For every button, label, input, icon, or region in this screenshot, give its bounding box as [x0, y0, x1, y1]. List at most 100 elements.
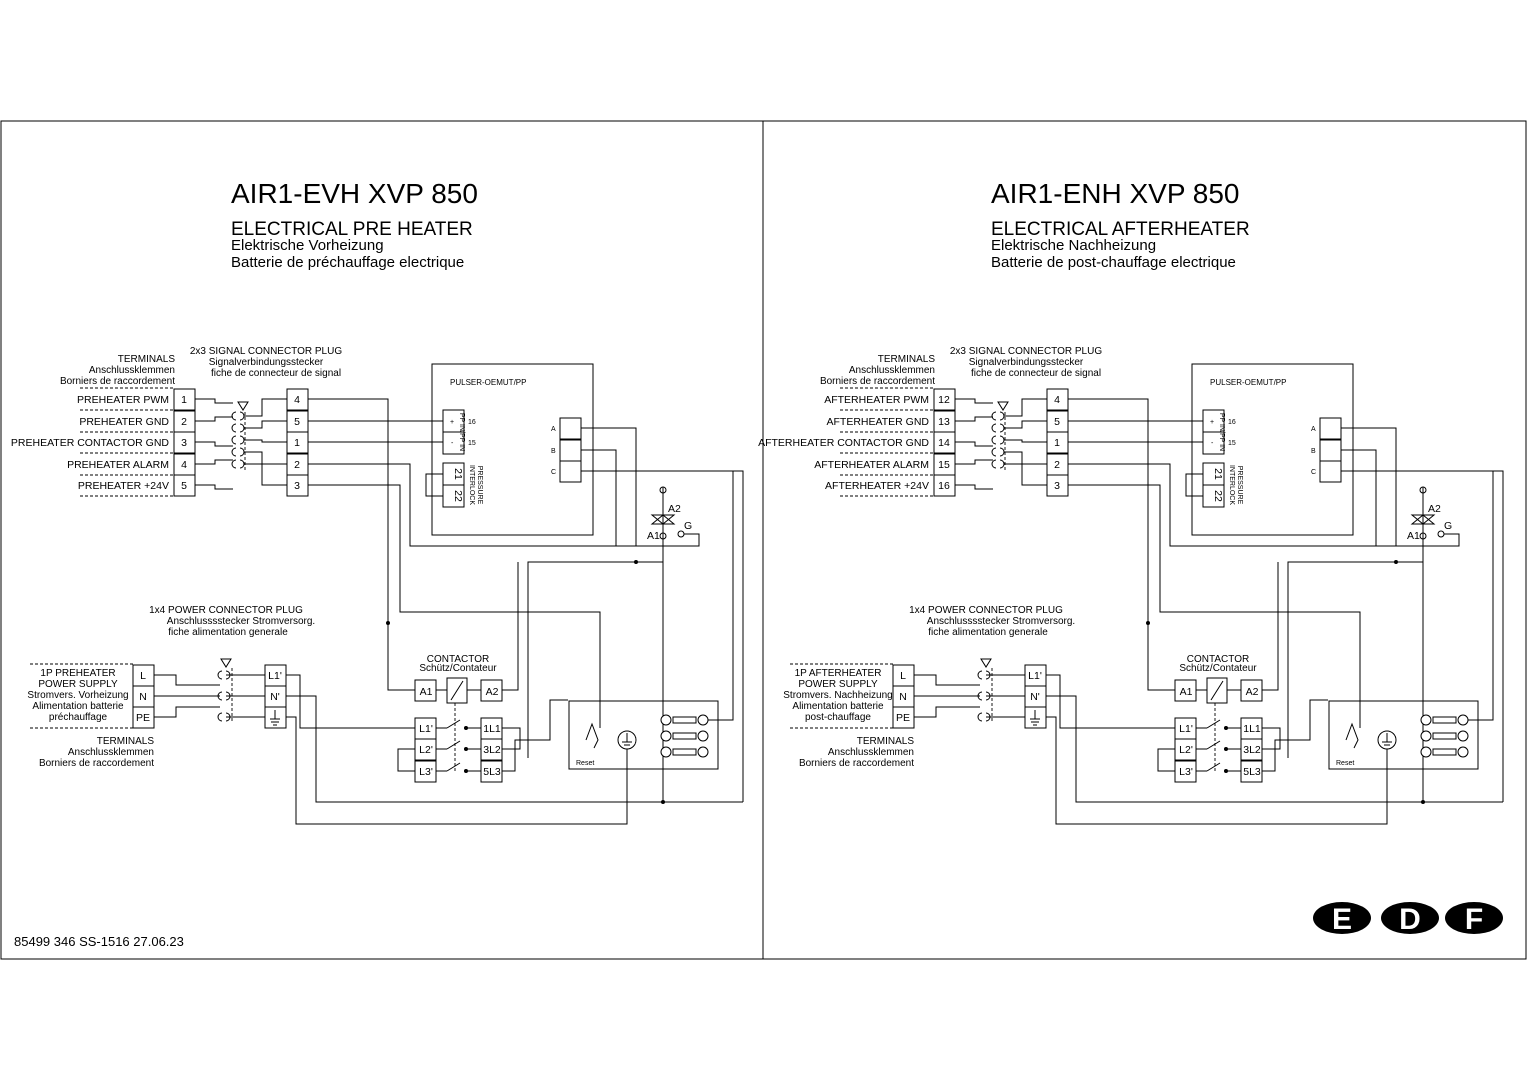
junction-dot	[661, 800, 665, 804]
output-terminal	[1319, 417, 1342, 440]
language-badge-d-label: D	[1399, 903, 1421, 936]
wire-alarm	[308, 463, 636, 547]
junction-dot	[1421, 800, 1425, 804]
wire-c	[581, 470, 744, 802]
signal-wire	[1004, 451, 1047, 465]
output-label: C	[1311, 469, 1316, 476]
contactor-in-label: L3'	[419, 766, 433, 778]
terminal-label: PREHEATER PWM	[77, 394, 169, 406]
wire-a	[581, 427, 637, 546]
terminal-number: 1	[181, 394, 187, 406]
heating-coil	[1432, 732, 1457, 740]
subtitle-french: Batterie de post-chauffage electrique	[991, 254, 1236, 271]
plug-pin-number: 1	[1054, 437, 1060, 449]
terminal-number: 12	[938, 394, 950, 406]
power-plug-arc	[977, 691, 983, 701]
coil-diagonal	[1210, 680, 1224, 701]
power-plug-arrow	[220, 658, 232, 668]
heater-terminal	[1457, 730, 1469, 742]
terminal-label: AFTERHEATER PWM	[824, 394, 929, 406]
coil-a2-label: A2	[486, 686, 499, 698]
power-plug-arc	[217, 691, 223, 701]
power-supply-label: POWER SUPPLY	[38, 679, 118, 690]
language-badge-e[interactable]	[1313, 902, 1371, 934]
wire-n	[286, 695, 743, 803]
contactor-out-label: 5L3	[1243, 766, 1261, 778]
bottom-terminals-heading: TERMINALS	[97, 736, 155, 747]
contactor-in-label: L1'	[419, 723, 433, 735]
pp-pin-16: 16	[1228, 419, 1236, 426]
output-terminal	[559, 417, 582, 440]
power-out-label: L1'	[1028, 670, 1042, 682]
terminal-label: PREHEATER ALARM	[67, 459, 169, 471]
triac-a2-label: A2	[1428, 503, 1441, 515]
signal-wire	[1004, 463, 1047, 486]
signal-connector-heading-fr: fiche de connecteur de signal	[211, 368, 341, 379]
signal-connector-heading-de: Signalverbindungsstecker	[209, 357, 324, 368]
terminal-number: 13	[938, 416, 950, 428]
triac-g-node	[1437, 530, 1445, 538]
signal-wire	[1004, 420, 1047, 429]
coil-a1-label: A1	[1180, 686, 1193, 698]
power-out-label: N'	[270, 691, 280, 703]
power-in-label: PE	[896, 712, 910, 724]
heating-coil	[672, 748, 697, 756]
signal-wire	[955, 416, 993, 422]
wire-heater	[1468, 471, 1494, 721]
plug-contact-arc	[231, 435, 237, 445]
wire-b	[1341, 449, 1377, 546]
signal-wire	[244, 439, 287, 443]
pp-pin-16: 16	[468, 419, 476, 426]
panel-title: AIR1-EVH XVP 850	[231, 178, 478, 209]
plug-contact-arc	[999, 459, 1005, 469]
power-supply-label: POWER SUPPLY	[798, 679, 878, 690]
language-badge-d[interactable]	[1381, 902, 1439, 934]
power-connector-heading-fr: fiche alimentation generale	[928, 627, 1048, 638]
plug-pin-number: 4	[1054, 394, 1060, 406]
power-plug-arrow	[980, 658, 992, 668]
language-badges: E D F	[1313, 902, 1503, 936]
heater-terminal	[660, 714, 672, 726]
power-in-label: N	[139, 691, 147, 703]
junction-dot	[1394, 560, 1398, 564]
wire-coil	[1068, 398, 1175, 691]
output-terminal	[559, 460, 582, 483]
power-plug-arc	[217, 712, 223, 722]
contactor-in-label: L2'	[1179, 744, 1193, 756]
coil-a2-label: A2	[1246, 686, 1259, 698]
coil-a1-label: A1	[420, 686, 433, 698]
power-supply-label: 1P AFTERHEATER	[795, 668, 882, 679]
signal-connector-heading: 2x3 SIGNAL CONNECTOR PLUG	[190, 346, 342, 357]
terminals-heading-fr: Borniers de raccordement	[60, 376, 175, 387]
output-label: C	[551, 469, 556, 476]
power-supply-label: Alimentation batterie	[792, 701, 884, 712]
contactor-out-label: 3L2	[483, 744, 501, 756]
plug-contact-arc	[239, 411, 245, 421]
power-in-label: PE	[136, 712, 150, 724]
wire-l1	[286, 674, 415, 729]
heater-terminal	[1420, 746, 1432, 758]
power-plug-arc	[977, 712, 983, 722]
wire-gate	[636, 533, 700, 547]
terminal-number: 15	[938, 459, 950, 471]
plug-pin-number: 2	[294, 459, 300, 471]
output-terminal	[1319, 460, 1342, 483]
plug-pin-number: 5	[294, 416, 300, 428]
contactor-bridge	[1157, 748, 1175, 772]
interlock-pin-22: 22	[452, 490, 464, 502]
contactor-out-label: 3L2	[1243, 744, 1261, 756]
triac-a2-label: A2	[668, 503, 681, 515]
language-badge-e-label: E	[1332, 903, 1352, 936]
pulser-label: PULSER-OEMUT/PP	[450, 378, 526, 387]
signal-wire	[955, 398, 993, 404]
plug-contact-arc	[999, 447, 1005, 457]
power-supply-label: Stromvers. Nachheizung	[783, 690, 893, 701]
wire-earth	[1046, 716, 1388, 825]
document-reference: 85499 346 SS-1516 27.06.23	[14, 934, 184, 949]
plug-pin-number: 4	[294, 394, 300, 406]
power-plug-arc	[977, 670, 983, 680]
pp-plus: +	[450, 419, 454, 426]
language-badge-f[interactable]	[1445, 902, 1503, 934]
plug-contact-arc	[991, 459, 997, 469]
